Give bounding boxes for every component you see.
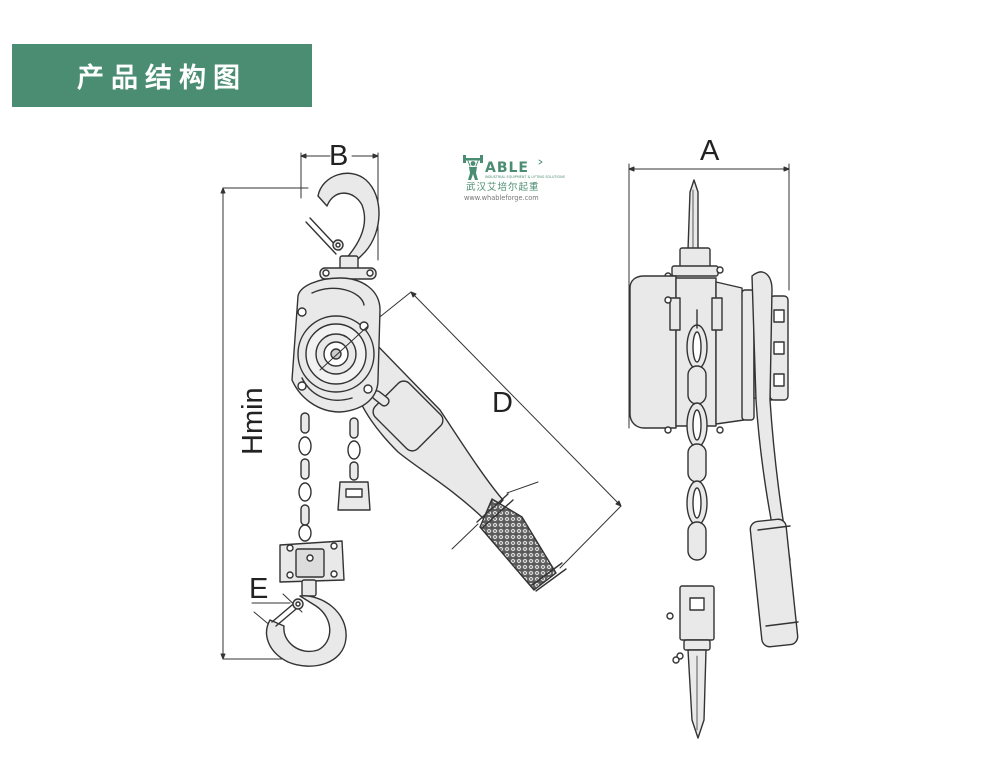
lever-handle <box>351 339 504 521</box>
header-banner: 产品结构图 <box>12 44 312 107</box>
logo-wordmark: ABLE <box>485 160 529 176</box>
hoist-body <box>291 277 381 413</box>
dimension-e-label: E <box>249 573 268 605</box>
logo-website: www.whableforge.com <box>464 194 539 202</box>
weightlifter-icon <box>463 155 483 180</box>
front-view: B Hmin D E <box>220 140 622 667</box>
brand-logo: ABLE INDUSTRIAL EQUIPMENT & LIFTING SOLU… <box>463 155 565 202</box>
dimension-d-label: D <box>492 387 513 419</box>
side-bottom-hook <box>666 585 715 739</box>
top-hook <box>305 172 380 280</box>
load-chain-left <box>298 412 312 542</box>
lever-grip <box>451 481 567 592</box>
bottom-hook <box>265 540 347 667</box>
dimension-b-label: B <box>329 140 348 172</box>
side-lever <box>749 271 799 648</box>
logo-flourish <box>538 159 543 165</box>
slack-chain-right <box>337 417 371 511</box>
logo-chinese-name: 武汉艾培尔起重 <box>466 181 540 193</box>
header-title: 产品结构图 <box>77 63 247 94</box>
dimension-a-label: A <box>700 135 720 167</box>
logo-tagline: INDUSTRIAL EQUIPMENT & LIFTING SOLUTIONS <box>485 175 565 179</box>
side-view: A <box>628 135 799 739</box>
side-chain <box>686 309 708 561</box>
side-top-hook <box>664 179 724 280</box>
dimension-a <box>628 163 790 429</box>
dimension-hmin-label: Hmin <box>237 387 269 455</box>
